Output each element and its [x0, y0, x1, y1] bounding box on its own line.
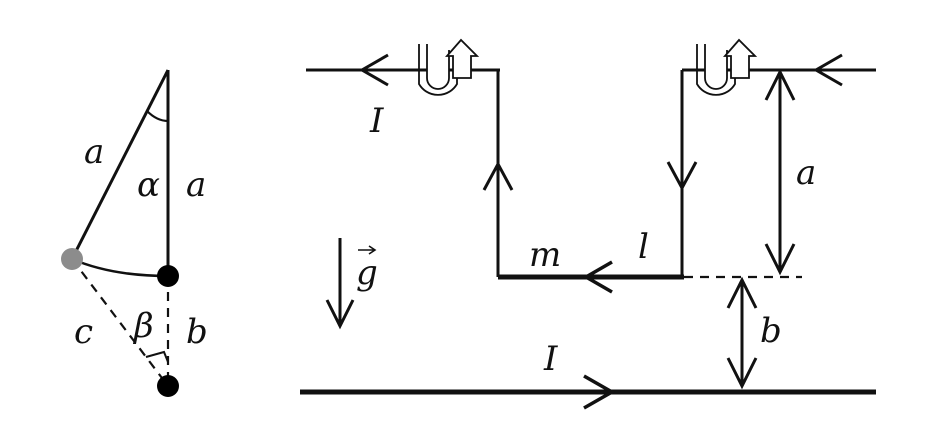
label-left-a: a [84, 132, 104, 172]
label-b: b [186, 312, 208, 352]
label-alpha: α [137, 165, 160, 205]
swing-arc [71, 257, 169, 278]
label-gravity: g [356, 253, 378, 293]
label-beta: β [132, 306, 154, 346]
alpha-angle-arc [146, 110, 169, 123]
gap-b-arrow [726, 276, 758, 390]
label-mass: m [529, 235, 561, 275]
label-top-current: I [369, 101, 384, 141]
arrow-top-left [358, 53, 389, 87]
rotation-icon-right [696, 38, 758, 96]
arrow-bottom-right [583, 374, 616, 410]
label-bottom-current: I [543, 339, 558, 379]
hinge-ball [61, 248, 83, 270]
dashed-line-c [71, 258, 169, 387]
rotation-icon-left [418, 38, 480, 96]
label-vertical-a: a [186, 165, 206, 205]
label-gap-a: a [796, 153, 816, 193]
vector-arrow-over-g [358, 245, 377, 255]
label-length: l [638, 227, 649, 267]
label-gap-b: b [760, 311, 782, 351]
ball-lower [157, 265, 179, 287]
arrow-right-leg-down [666, 161, 698, 192]
label-c: c [74, 312, 93, 352]
gap-a-arrow [764, 68, 796, 276]
pendulum-geometry: a α a c β b [61, 69, 208, 397]
gravity-arrow [325, 238, 355, 330]
right-angle-marker [145, 350, 169, 363]
arrow-top-right [812, 53, 843, 87]
arrow-left-leg-up [482, 160, 514, 191]
tilted-rod [70, 69, 170, 260]
arrow-rod-left [582, 260, 613, 294]
current-loop: I g m l a b I [300, 38, 876, 410]
ball-bottom [157, 375, 179, 397]
